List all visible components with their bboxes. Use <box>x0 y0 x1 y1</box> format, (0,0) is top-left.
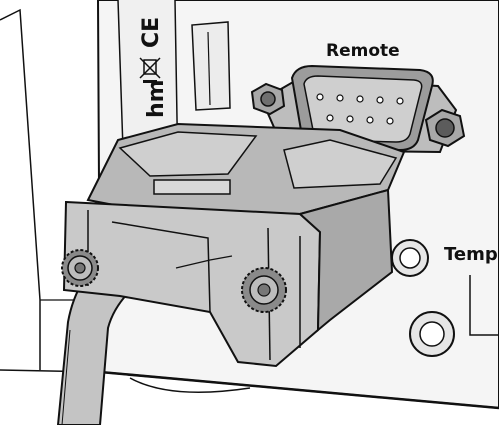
remote-port <box>260 64 458 154</box>
weee-bin-icon <box>139 57 161 83</box>
socket-icon <box>409 311 455 357</box>
thumbscrew-icon <box>241 267 287 313</box>
remote-port-label: Remote <box>326 41 400 61</box>
ce-mark-icon: CE <box>139 17 164 48</box>
hex-nut-icon <box>250 82 286 116</box>
dsub-connector-plug <box>62 122 406 368</box>
hex-nut-icon <box>424 108 466 148</box>
thumbscrew-icon <box>61 249 99 287</box>
vertical-text: hm <box>144 79 169 118</box>
label-plate-markings: hm CE <box>139 17 169 118</box>
temp-label: Temp <box>444 244 498 265</box>
socket-icon <box>391 239 429 277</box>
